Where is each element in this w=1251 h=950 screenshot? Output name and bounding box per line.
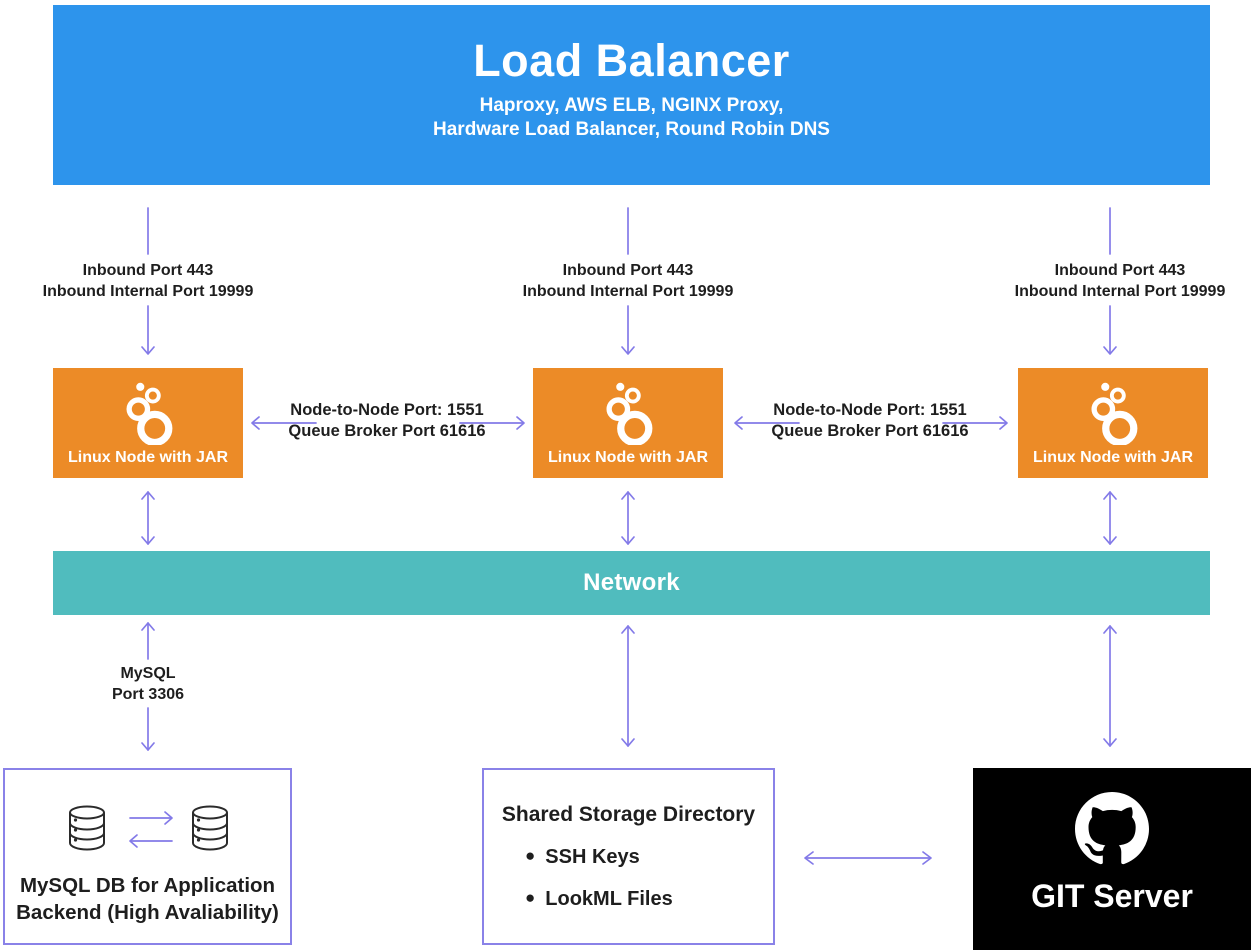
linux-node-label: Linux Node with JAR	[68, 449, 228, 466]
inbound-internal-port-text: Inbound Internal Port 19999	[42, 283, 254, 300]
shared-storage-box: Shared Storage Directory ● SSH Keys ● Look…	[482, 768, 775, 945]
lb-to-node-arrow-center	[621, 305, 635, 355]
port-3306-text: Port 3306	[111, 686, 185, 703]
queue-broker-port-text: Queue Broker Port 61616	[288, 422, 486, 440]
load-balancer-subtitle-line1: Haproxy, AWS ELB, NGINX Proxy,	[479, 95, 784, 116]
mysql-db-title: MySQL DB for Application Backend (High A…	[5, 872, 290, 926]
node-to-node-port-text: Node-to-Node Port: 1551	[773, 401, 967, 419]
network-label: Network	[583, 569, 680, 596]
load-balancer-box: Load Balancer Haproxy, AWS ELB, NGINX Pr…	[53, 5, 1210, 185]
load-balancer-subtitle-line2: Hardware Load Balancer, Round Robin DNS	[433, 119, 830, 140]
lb-to-node-arrow-left	[141, 305, 155, 355]
inbound-port-443-text: Inbound Port 443	[82, 262, 214, 279]
node-network-arrow-left	[141, 491, 155, 545]
storage-git-arrow	[804, 851, 932, 865]
node-to-node-arrow-left-2	[734, 416, 800, 430]
queue-broker-port-text: Queue Broker Port 61616	[771, 422, 969, 440]
node-to-node-arrow-right-2	[942, 416, 1008, 430]
inbound-ports-label-left: Inbound Port 443 Inbound Internal Port 1…	[18, 260, 278, 302]
database-cylinder-icon	[69, 805, 105, 851]
git-server-label: GIT Server	[1031, 878, 1193, 914]
storage-item-lookml-files: ● LookML Files	[525, 888, 673, 911]
node-to-node-arrow-left-1	[251, 416, 317, 430]
network-mysql-arrow-down	[141, 707, 155, 751]
inbound-ports-label-right: Inbound Port 443 Inbound Internal Port 1…	[990, 260, 1250, 302]
storage-item-label: SSH Keys	[545, 846, 640, 868]
node-to-node-port-text: Node-to-Node Port: 1551	[290, 401, 484, 419]
node-to-node-arrow-right-1	[459, 416, 525, 430]
lb-to-node-line-left	[147, 207, 149, 255]
looker-bubbles-icon	[606, 382, 653, 445]
node-network-arrow-center	[621, 491, 635, 545]
network-storage-arrow	[621, 625, 635, 747]
linux-node-box-center: Linux Node with JAR	[533, 368, 723, 478]
node-to-node-label-1: Node-to-Node Port: 1551 Queue Broker Por…	[272, 400, 502, 442]
mysql-db-title-line1: MySQL DB for Application	[19, 874, 276, 897]
mysql-db-box: MySQL DB for Application Backend (High A…	[3, 768, 292, 945]
linux-node-box-left: Linux Node with JAR	[53, 368, 243, 478]
node-network-arrow-right	[1103, 491, 1117, 545]
bullet-icon: ●	[525, 888, 536, 907]
github-octocat-icon	[1075, 792, 1149, 865]
looker-bubbles-icon	[126, 382, 173, 445]
linux-node-label: Linux Node with JAR	[1033, 449, 1193, 466]
node-to-node-label-2: Node-to-Node Port: 1551 Queue Broker Por…	[755, 400, 985, 442]
storage-item-ssh-keys: ● SSH Keys	[525, 846, 640, 869]
network-box: Network	[53, 551, 1210, 615]
inbound-internal-port-text: Inbound Internal Port 19999	[1014, 283, 1226, 300]
linux-node-box-right: Linux Node with JAR	[1018, 368, 1208, 478]
bullet-icon: ●	[525, 846, 536, 865]
lb-to-node-arrow-right	[1103, 305, 1117, 355]
db-replication-arrow-left	[129, 834, 173, 848]
inbound-port-443-text: Inbound Port 443	[562, 262, 694, 279]
storage-item-label: LookML Files	[545, 888, 673, 910]
load-balancer-title: Load Balancer	[473, 35, 790, 86]
mysql-text: MySQL	[120, 665, 176, 682]
looker-bubbles-icon	[1091, 382, 1138, 445]
mysql-port-label: MySQL Port 3306	[48, 663, 248, 705]
load-balancer-subtitle: Haproxy, AWS ELB, NGINX Proxy, Hardware …	[53, 94, 1210, 142]
network-git-arrow	[1103, 625, 1117, 747]
inbound-ports-label-center: Inbound Port 443 Inbound Internal Port 1…	[498, 260, 758, 302]
lb-to-node-line-center	[627, 207, 629, 255]
network-mysql-arrow-up	[141, 622, 155, 660]
database-cylinder-icon	[192, 805, 228, 851]
lb-to-node-line-right	[1109, 207, 1111, 255]
shared-storage-title: Shared Storage Directory	[501, 803, 756, 826]
inbound-internal-port-text: Inbound Internal Port 19999	[522, 283, 734, 300]
mysql-db-title-line2: Backend (High Avaliability)	[16, 901, 279, 924]
linux-node-label: Linux Node with JAR	[548, 449, 708, 466]
git-server-box: GIT Server	[973, 768, 1251, 950]
db-replication-arrow-right	[129, 811, 173, 825]
inbound-port-443-text: Inbound Port 443	[1054, 262, 1186, 279]
